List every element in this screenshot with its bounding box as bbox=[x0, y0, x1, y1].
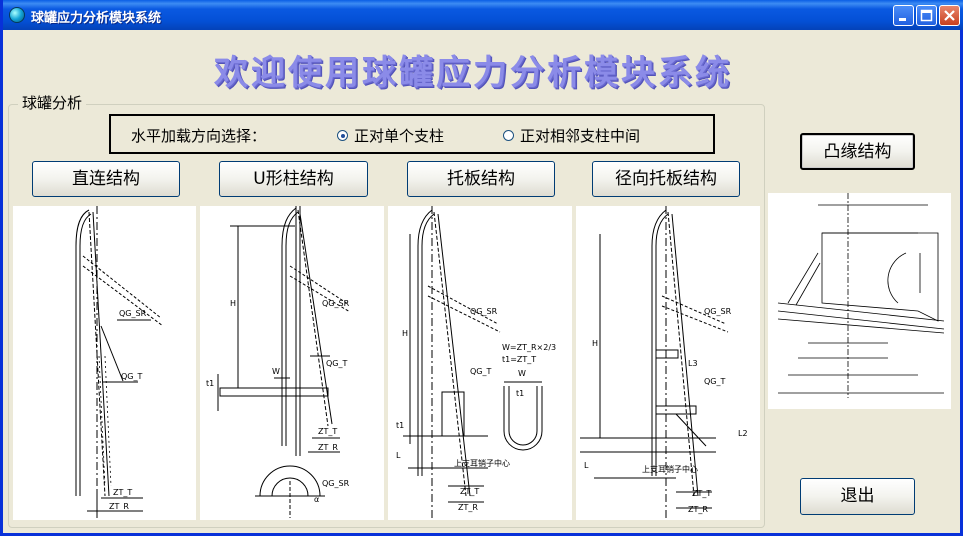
plate-h-label: H bbox=[402, 329, 408, 338]
exit-button[interactable]: 退出 bbox=[800, 478, 915, 515]
u-alpha-label: α bbox=[314, 495, 319, 504]
maximize-icon bbox=[920, 9, 933, 22]
plate-w-label: W bbox=[518, 369, 526, 378]
plate-formula2: t1=ZT_T bbox=[502, 355, 536, 364]
u-zt-t-label: ZT_T bbox=[318, 427, 337, 436]
direct-structure-diagram: QG_SR QG_T ZT_T ZT_R bbox=[13, 206, 196, 520]
radio-unselected-icon bbox=[503, 130, 514, 141]
plate-structure-diagram: H QG_SR QG_T W=ZT_R×2/3 t1=ZT_T W t1 t1 … bbox=[388, 206, 572, 520]
radial-plate-structure-button[interactable]: 径向托板结构 bbox=[592, 161, 740, 197]
plate-t1-label: t1 bbox=[516, 389, 524, 398]
u-sr-label: QG_SR bbox=[322, 299, 350, 308]
radial-note: 上支耳销子中心 bbox=[642, 464, 698, 474]
radio-between-columns[interactable]: 正对相邻支柱中间 bbox=[503, 125, 640, 146]
radial-plate-diagram: H QG_SR QG_T L3 L L2 上支耳销子中心 ZT_T ZT_R bbox=[576, 206, 760, 520]
radial-l3-label: L3 bbox=[688, 359, 698, 368]
plate-zt-r-label: ZT_R bbox=[458, 503, 478, 512]
minimize-button[interactable] bbox=[893, 5, 914, 26]
flange-structure-button[interactable]: 凸缘结构 bbox=[800, 133, 915, 170]
plate-formula1: W=ZT_R×2/3 bbox=[502, 343, 556, 352]
radio-single-column[interactable]: 正对单个支柱 bbox=[337, 125, 444, 146]
radio-between-columns-label: 正对相邻支柱中间 bbox=[520, 127, 641, 145]
radial-l-label: L bbox=[584, 461, 589, 470]
u-zt-r-label: ZT_R bbox=[318, 443, 338, 452]
u-h-label: H bbox=[230, 299, 236, 308]
radial-l2-label: L2 bbox=[738, 429, 748, 438]
radial-zt-t-label: ZT_T bbox=[692, 489, 711, 498]
u-t1-label: t1 bbox=[206, 379, 214, 388]
direct-structure-button[interactable]: 直连结构 bbox=[32, 161, 180, 197]
title-bar[interactable]: 球罐应力分析模块系统 bbox=[3, 0, 963, 30]
plate-t1-side-label: t1 bbox=[396, 421, 404, 430]
direct-zt-r-label: ZT_R bbox=[109, 502, 129, 511]
radial-t-label: QG_T bbox=[704, 377, 725, 386]
radio-selected-icon bbox=[337, 130, 348, 141]
plate-structure-button[interactable]: 托板结构 bbox=[407, 161, 555, 197]
direct-t-label: QG_T bbox=[121, 372, 142, 381]
plate-sr-label: QG_SR bbox=[470, 307, 498, 316]
u-column-diagram: H t1 W QG_SR QG_T ZT_T ZT_R QG_SR α bbox=[200, 206, 384, 520]
close-icon bbox=[944, 10, 955, 21]
radio-single-column-label: 正对单个支柱 bbox=[354, 127, 445, 145]
radial-zt-r-label: ZT_R bbox=[688, 505, 708, 514]
u-sr2-label: QG_SR bbox=[322, 479, 350, 488]
u-t-label: QG_T bbox=[326, 359, 347, 368]
u-column-structure-button[interactable]: U形柱结构 bbox=[219, 161, 368, 197]
plate-note: 上支耳销子中心 bbox=[454, 458, 510, 468]
analysis-group-label: 球罐分析 bbox=[18, 92, 87, 113]
close-button[interactable] bbox=[939, 5, 960, 26]
maximize-button[interactable] bbox=[916, 5, 937, 26]
u-w-label: W bbox=[272, 367, 280, 376]
app-icon bbox=[9, 7, 25, 23]
analysis-group bbox=[8, 104, 765, 528]
direction-selector: 水平加载方向选择： 正对单个支柱 正对相邻支柱中间 bbox=[109, 114, 715, 154]
welcome-banner: 欢迎使用球罐应力分析模块系统 bbox=[214, 53, 732, 93]
minimize-icon bbox=[899, 18, 906, 21]
plate-l-label: L bbox=[396, 451, 401, 460]
direction-caption: 水平加载方向选择： bbox=[131, 127, 267, 145]
radial-sr-label: QG_SR bbox=[704, 307, 732, 316]
radial-h-label: H bbox=[592, 339, 598, 348]
window-title: 球罐应力分析模块系统 bbox=[31, 11, 162, 26]
flange-structure-diagram bbox=[768, 193, 951, 409]
plate-t-label: QG_T bbox=[470, 367, 491, 376]
direct-sr-label: QG_SR bbox=[119, 309, 147, 318]
direct-zt-t-label: ZT_T bbox=[113, 488, 132, 497]
plate-zt-t-label: ZT_T bbox=[460, 487, 479, 496]
